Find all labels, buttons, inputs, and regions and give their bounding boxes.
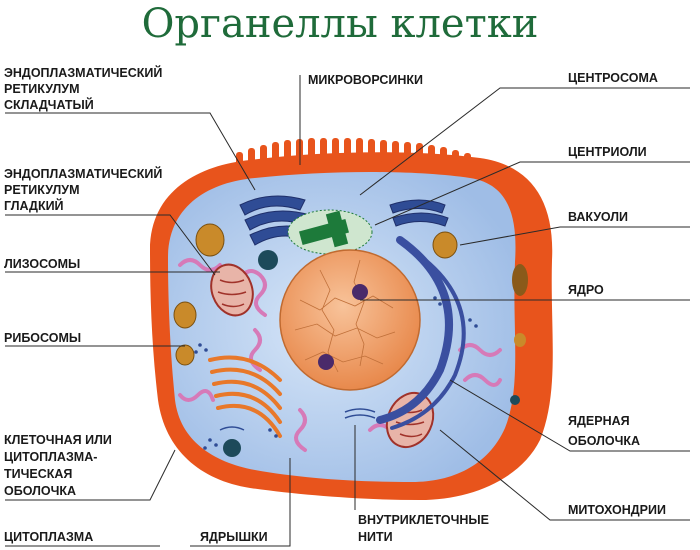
label-nuclear-envelope: ЯДЕРНАЯ ОБОЛОЧКА: [568, 414, 640, 448]
leader-er-smooth: [5, 214, 216, 276]
label-nucleoli: ЯДРЫШКИ: [200, 530, 268, 544]
nucleolus: [352, 284, 368, 300]
golgi-apparatus: [208, 355, 282, 438]
label-centrosome: ЦЕНТРОСОМА: [568, 71, 658, 85]
vacuoles: [173, 223, 528, 366]
label-mitochondria: МИТОХОНДРИИ: [568, 503, 666, 517]
label-er-smooth: ЭНДОПЛАЗМАТИЧЕСКИЙ РЕТИКУЛУМ ГЛАДКИЙ: [4, 166, 166, 213]
label-ribosomes: РИБОСОМЫ: [4, 331, 81, 345]
leader-nucleoli: [190, 458, 291, 547]
nucleus: [279, 249, 421, 391]
leader-nuclear-envelope: [449, 379, 690, 452]
leader-membrane: [5, 449, 176, 501]
nuclear-envelope: [376, 236, 466, 430]
leader-centrosome: [359, 87, 690, 196]
label-filaments: ВНУТРИКЛЕТОЧНЫЕ НИТИ: [358, 513, 492, 544]
intracellular-filaments: [219, 408, 376, 431]
label-er-rough: ЭНДОПЛАЗМАТИЧЕСКИЙ РЕТИКУЛУМ СКЛАДЧАТЫЙ: [4, 65, 166, 112]
label-microvilli: МИКРОВОРСИНКИ: [308, 73, 423, 87]
label-cytoplasm: ЦИТОПЛАЗМА: [4, 530, 93, 544]
nucleolus: [318, 354, 334, 370]
diagram-title: Органеллы клетки: [142, 1, 539, 47]
leader-er-rough: [5, 112, 256, 191]
label-nucleus: ЯДРО: [568, 283, 604, 297]
label-centrioles: ЦЕНТРИОЛИ: [568, 145, 647, 159]
microvilli: [236, 138, 471, 168]
labels: ЭНДОПЛАЗМАТИЧЕСКИЙ РЕТИКУЛУМ СКЛАДЧАТЫЙ …: [4, 65, 666, 544]
leader-lines: [5, 75, 690, 547]
lysosomes: [223, 250, 520, 457]
ribosomes: [194, 296, 478, 450]
leader-vacuoles: [459, 226, 690, 246]
label-vacuoles: ВАКУОЛИ: [568, 210, 628, 224]
centrosome: [287, 209, 373, 255]
rough-er: [239, 195, 313, 246]
leader-centrioles: [374, 161, 690, 226]
label-lysosomes: ЛИЗОСОМЫ: [4, 257, 80, 271]
label-membrane: КЛЕТОЧНАЯ ИЛИ ЦИТОПЛАЗМА- ТИЧЕСКАЯ ОБОЛО…: [4, 433, 115, 498]
leader-mitochondria: [439, 429, 690, 521]
